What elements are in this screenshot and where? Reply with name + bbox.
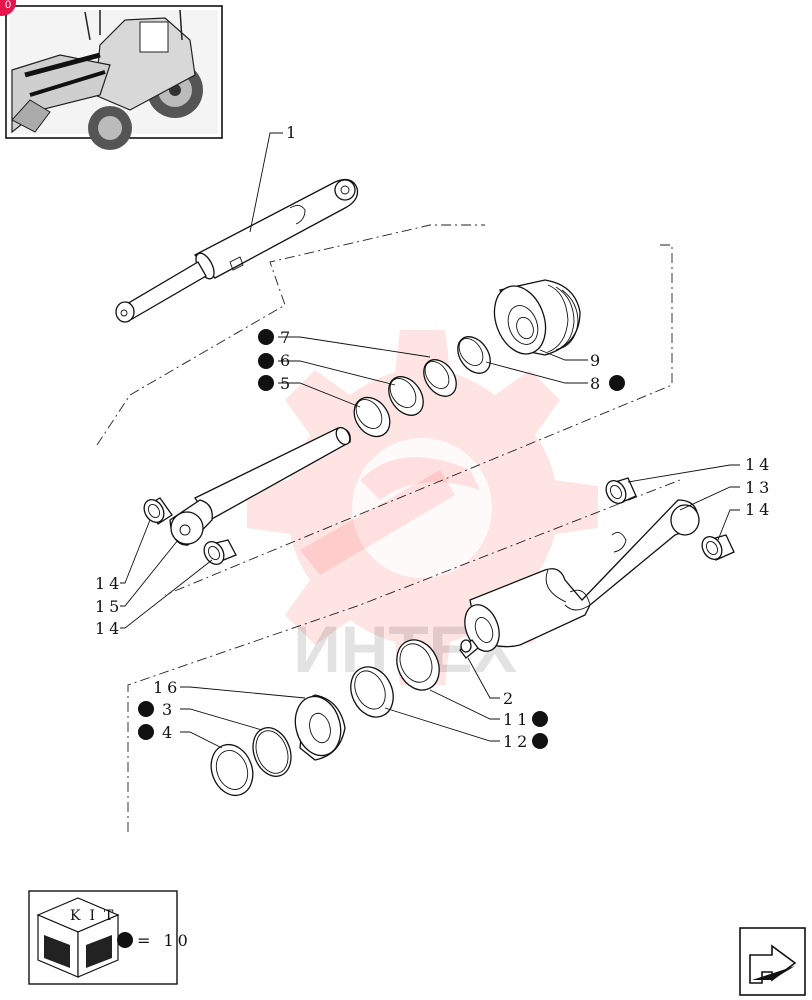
part-9-gland-head [493, 279, 581, 356]
part-4-ring [210, 743, 254, 797]
part-13-cylinder-barrel [464, 499, 700, 652]
callout-4: 4 [162, 723, 176, 742]
callout-labels: 1 7 6 5 9 8 14 13 14 14 15 14 2 16 3 4 1… [95, 123, 773, 751]
callout-3: 3 [162, 700, 176, 719]
callout-15: 15 [95, 597, 123, 616]
part-14-bushing-left-bottom [203, 539, 237, 565]
part-3-o-ring [252, 727, 292, 777]
part-2-fitting [459, 639, 479, 659]
svg-text:0: 0 [5, 0, 11, 11]
part-15-piston-rod [169, 426, 351, 546]
assembly-boundary-lines [96, 224, 681, 832]
kit-dot-icon [138, 329, 625, 749]
kit-label: KIT [70, 908, 122, 924]
callout-7: 7 [280, 328, 294, 347]
callout-6: 6 [280, 351, 294, 370]
thumbnail-backhoe-icon: 0 [0, 0, 223, 150]
part-16-piston [294, 694, 346, 761]
callout-16: 16 [153, 678, 181, 697]
leader-lines [120, 132, 740, 749]
callout-8: 8 [590, 374, 604, 393]
callout-2: 2 [503, 689, 517, 708]
kit-legend: KIT = 10 [28, 890, 192, 985]
callout-11: 11 [503, 710, 531, 729]
part-14-bushing-left-top [143, 497, 173, 525]
callout-14-right-top: 14 [745, 455, 773, 474]
part-6-ring [388, 376, 424, 416]
callout-1: 1 [286, 123, 300, 142]
callout-14-left-bottom: 14 [95, 619, 123, 638]
kit-box-icon: KIT [36, 897, 122, 978]
navigation-arrow-icon[interactable] [739, 927, 806, 996]
callout-14-left-top: 14 [95, 574, 123, 593]
part-5-ring [353, 396, 391, 438]
part-7-ring [423, 359, 457, 397]
part-12-seal [350, 666, 394, 718]
part-14-bushing-right-top [605, 477, 637, 504]
callout-14-right-bottom: 14 [745, 500, 773, 519]
part-8-ring [457, 336, 491, 374]
part-11-seal [396, 639, 440, 691]
callout-13: 13 [745, 478, 773, 497]
callout-5: 5 [280, 374, 294, 393]
callout-12: 12 [503, 732, 531, 751]
callout-9: 9 [590, 351, 604, 370]
kit-equals-text: = 10 [137, 931, 192, 950]
part-1-cylinder-assembly [115, 178, 359, 323]
part-14-bushing-right-bottom [701, 534, 735, 561]
